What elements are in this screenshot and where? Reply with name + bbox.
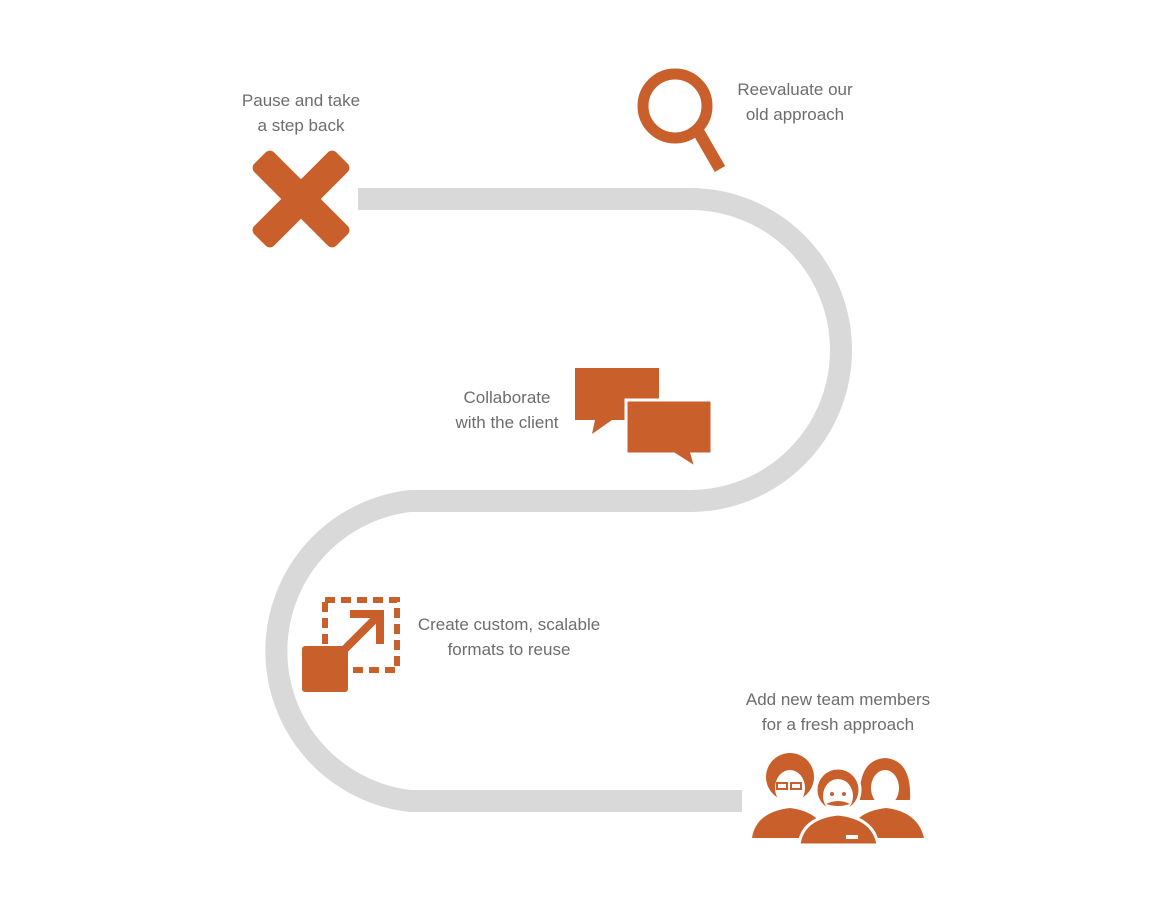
step-label-collaborate: Collaborate with the client bbox=[377, 386, 637, 435]
winding-path bbox=[265, 188, 852, 812]
scale-up-icon bbox=[302, 597, 400, 692]
close-icon bbox=[252, 150, 350, 248]
label-line: formats to reuse bbox=[447, 639, 571, 659]
search-icon bbox=[637, 68, 726, 173]
label-line: with the client bbox=[455, 412, 559, 432]
step-label-team: Add new team members for a fresh approac… bbox=[708, 688, 968, 737]
label-line: for a fresh approach bbox=[761, 714, 915, 734]
label-line: Add new team members bbox=[745, 690, 931, 709]
label-line: Create custom, scalable bbox=[417, 615, 601, 634]
step-label-create: Create custom, scalable formats to reuse bbox=[379, 613, 639, 662]
label-line: Pause and take bbox=[241, 91, 361, 110]
team-icon bbox=[752, 753, 924, 847]
label-line: Collaborate bbox=[463, 388, 551, 407]
label-line: a step back bbox=[257, 115, 345, 135]
step-label-reevaluate: Reevaluate our old approach bbox=[665, 78, 925, 127]
label-line: old approach bbox=[745, 104, 845, 124]
chat-bubbles-icon bbox=[575, 368, 714, 472]
label-line: Reevaluate our bbox=[737, 80, 853, 99]
step-label-pause: Pause and take a step back bbox=[171, 89, 431, 138]
